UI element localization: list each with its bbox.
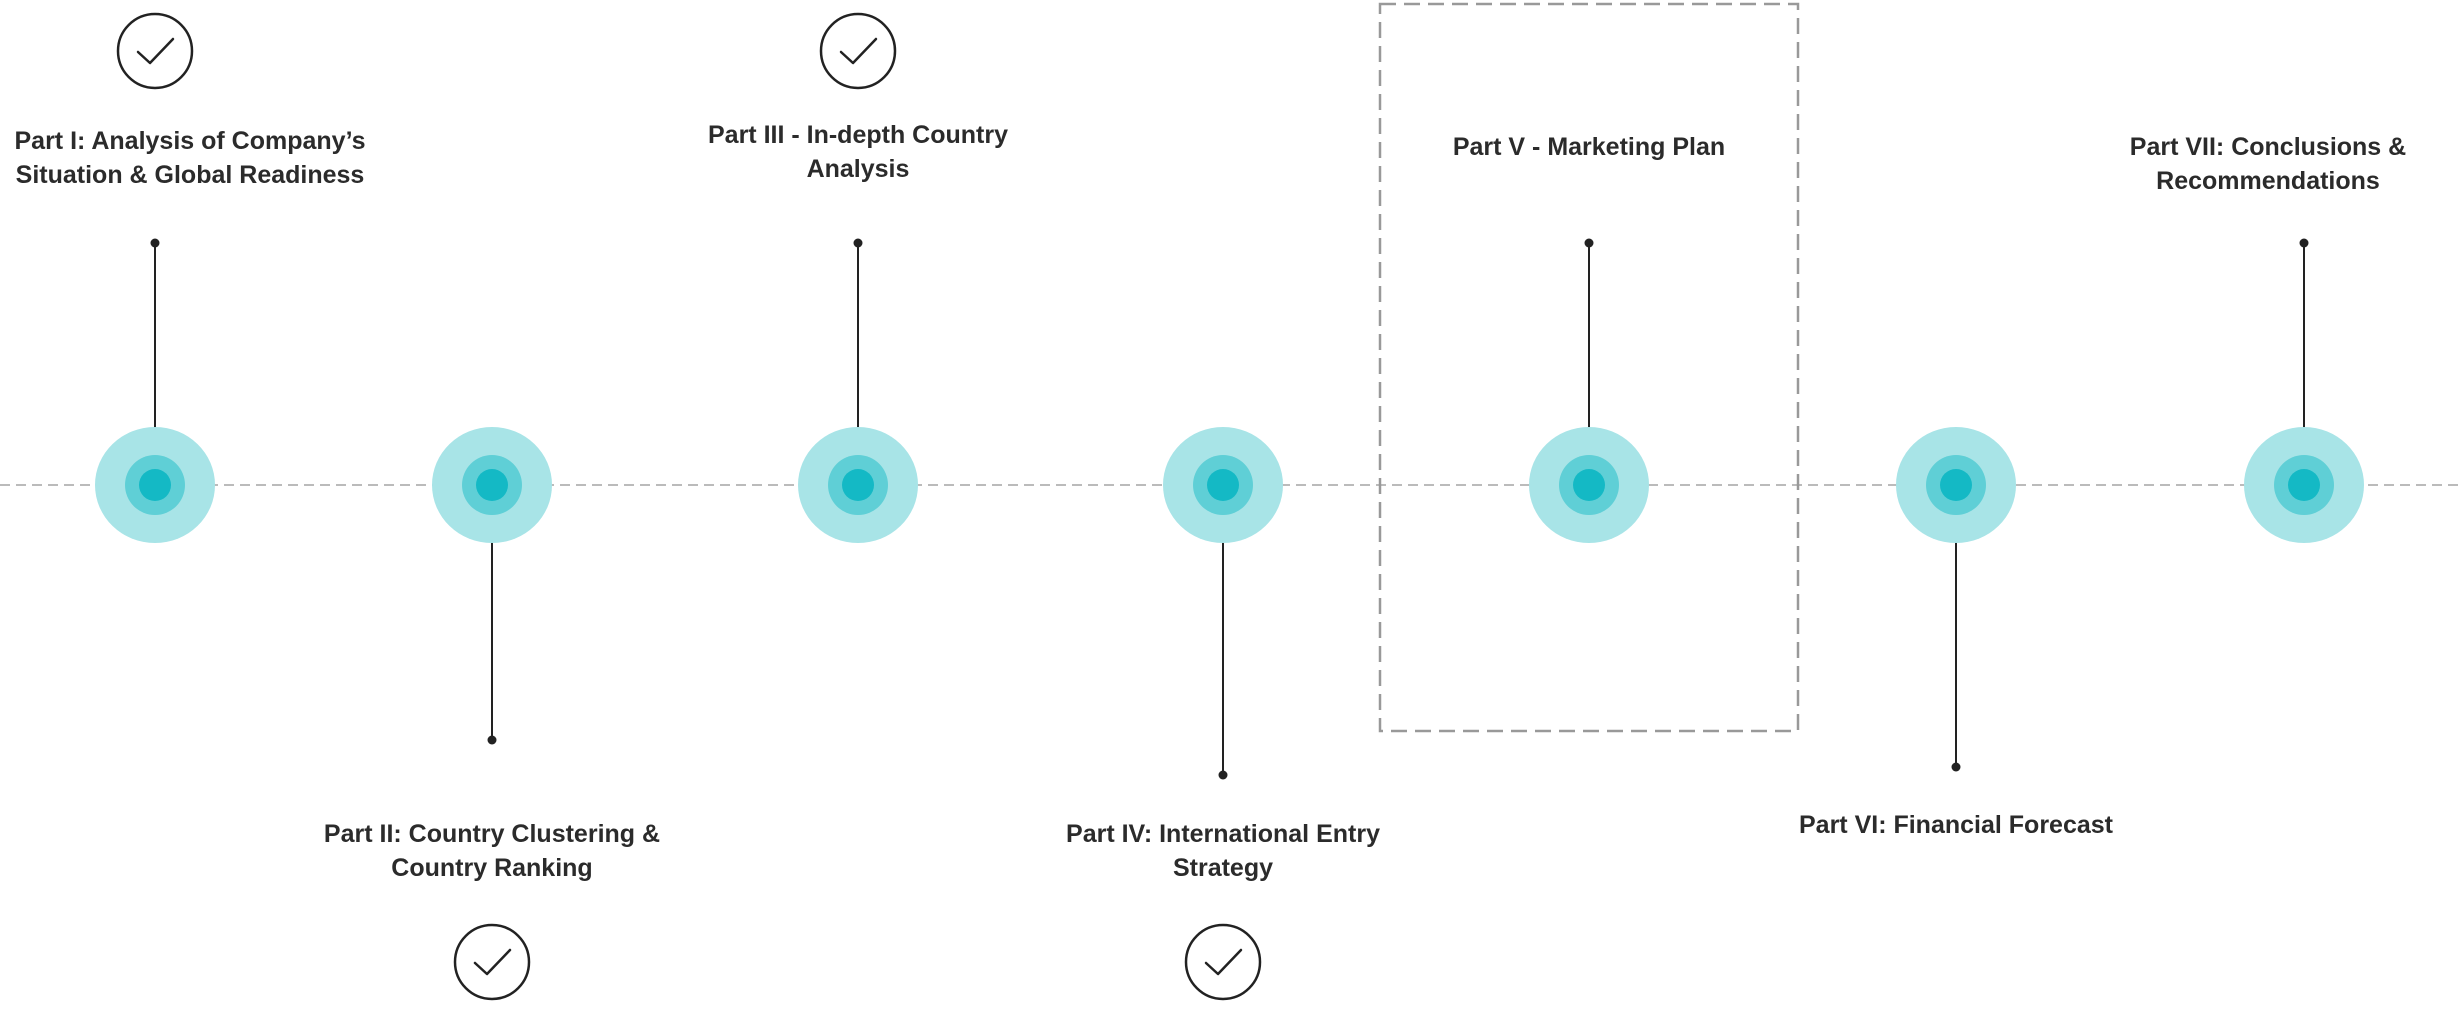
connector-endpoint-dot: [1584, 238, 1594, 248]
check-circle-icon: [116, 12, 194, 90]
part-label-part-4: Part IV: International Entry Strategy: [1066, 820, 1380, 882]
connector-endpoint-dot: [487, 735, 497, 745]
node-core: [476, 469, 508, 501]
check-circle-icon: [1184, 923, 1262, 1001]
timeline-node-part-2: [432, 427, 552, 1001]
node-core: [1940, 469, 1972, 501]
connector-endpoint-dot: [853, 238, 863, 248]
nodes-layer: [95, 12, 2364, 1001]
check-circle-icon: [819, 12, 897, 90]
timeline-node-part-5: [1529, 238, 1649, 543]
node-core: [1573, 469, 1605, 501]
node-core: [139, 469, 171, 501]
highlight-box: [1378, 2, 1800, 733]
node-core: [2288, 469, 2320, 501]
check-circle-icon: [453, 923, 531, 1001]
connector-endpoint-dot: [2299, 238, 2309, 248]
part-label-part-5: Part V - Marketing Plan: [1452, 133, 1726, 161]
timeline-node-part-6: [1896, 427, 2016, 772]
part-label-part-1: Part I: Analysis of Company’s Situation …: [14, 127, 366, 189]
timeline-node-part-3: [798, 12, 918, 543]
timeline-node-part-1: [95, 12, 215, 543]
connector-endpoint-dot: [1218, 770, 1228, 780]
part-label-part-7: Part VII: Conclusions & Recommendations: [2129, 133, 2407, 195]
part-label-part-2: Part II: Country Clustering & Country Ra…: [323, 820, 661, 882]
timeline-node-part-7: [2244, 238, 2364, 543]
connector-endpoint-dot: [1951, 762, 1961, 772]
part-label-part-6: Part VI: Financial Forecast: [1799, 811, 2113, 839]
node-core: [842, 469, 874, 501]
connector-endpoint-dot: [150, 238, 160, 248]
part-label-part-3: Part III - In-depth Country Analysis: [708, 121, 1008, 183]
node-core: [1207, 469, 1239, 501]
timeline-node-part-4: [1163, 427, 1283, 1001]
